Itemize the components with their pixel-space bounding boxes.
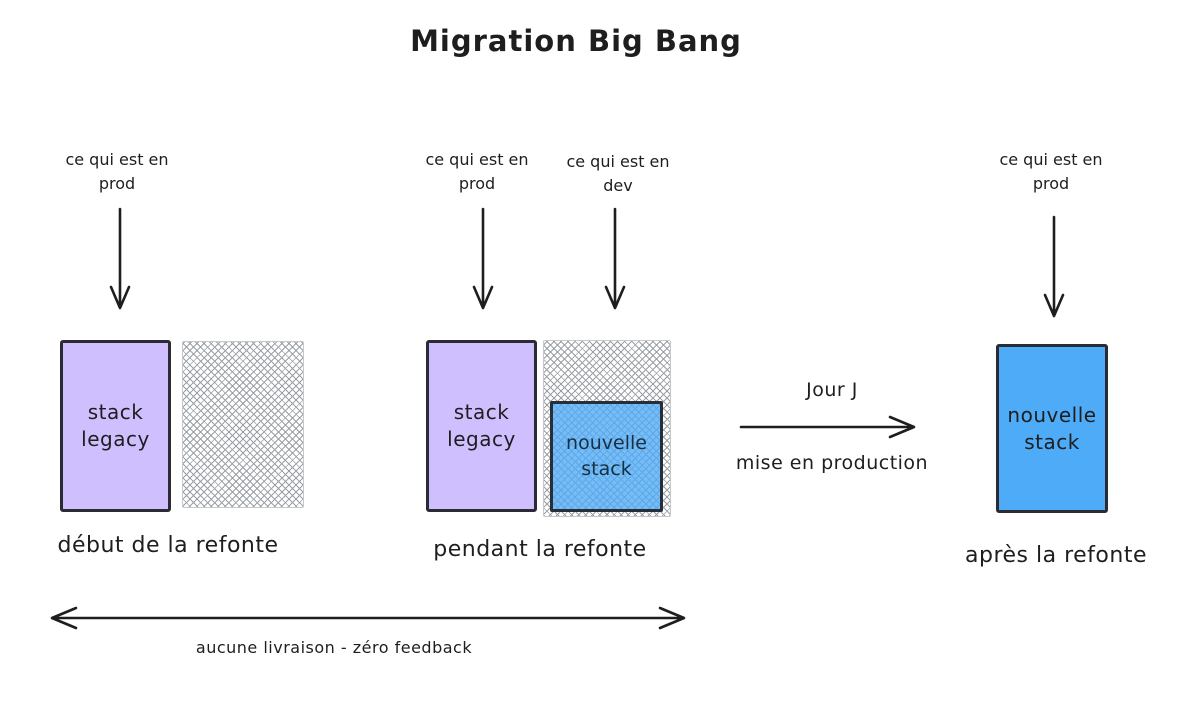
caption-start: début de la refonte (57, 533, 279, 558)
transition-title: Jour J (806, 379, 858, 401)
hatch-placeholder-box-during: nouvelle stack (543, 340, 671, 517)
transition-subtitle: mise en production (735, 452, 929, 474)
new-stack-label: nouvelle stack (566, 431, 647, 480)
new-stack-box-after: nouvelle stack (996, 344, 1108, 513)
legacy-stack-box-start: stack legacy (60, 340, 171, 512)
new-stack-overlay-box: nouvelle stack (550, 401, 663, 512)
down-arrow-icon (604, 207, 626, 310)
timeline-note: aucune livraison - zéro feedback (195, 638, 473, 657)
down-arrow-icon (1043, 215, 1065, 318)
new-stack-label: nouvelle stack (1007, 402, 1097, 454)
double-arrow-icon (50, 606, 686, 630)
hatch-placeholder-box-start (182, 341, 304, 508)
right-arrow-icon (739, 415, 916, 439)
down-arrow-icon (109, 207, 131, 310)
legacy-stack-label: stack legacy (447, 400, 516, 451)
caption-during: pendant la refonte (433, 537, 647, 562)
prod-annotation-after: ce qui est en prod (999, 150, 1103, 193)
legacy-stack-box-during: stack legacy (426, 340, 537, 512)
prod-annotation-start: ce qui est en prod (65, 150, 169, 193)
caption-after: après la refonte (965, 543, 1147, 568)
dev-annotation-during: ce qui est en dev (566, 152, 670, 195)
legacy-stack-label: stack legacy (81, 400, 150, 451)
prod-annotation-during: ce qui est en prod (425, 150, 529, 193)
diagram-title: Migration Big Bang (410, 24, 742, 58)
down-arrow-icon (472, 207, 494, 310)
